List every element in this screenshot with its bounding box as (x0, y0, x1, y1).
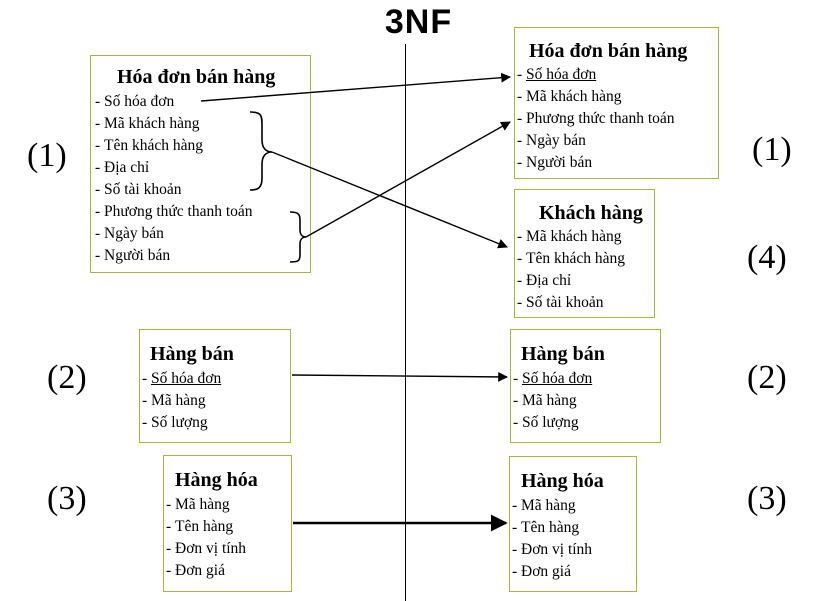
right-hoadon-fields: Số hóa đơn Mã khách hàng Phương thức tha… (517, 64, 718, 174)
field: Đơn giá (512, 561, 636, 583)
right-khachhang-title: Khách hàng (539, 202, 643, 224)
left-hoadon-box: Hóa đơn bán hàng Số hóa đơn Mã khách hàn… (90, 55, 311, 273)
field-key: Số hóa đơn (513, 368, 660, 390)
left-hanghoa-box: Hàng hóa Mã hàng Tên hàng Đơn vị tính Đơ… (163, 455, 292, 592)
field: Tên khách hàng (517, 248, 654, 270)
field: Mã hàng (512, 495, 636, 517)
field: Mã hàng (166, 494, 291, 516)
right-hangban-fields: Số hóa đơn Mã hàng Số lượng (513, 368, 660, 434)
field-key: Số hóa đơn (142, 368, 290, 390)
brace-payment (289, 211, 307, 263)
arrow-invoice-key (200, 72, 511, 102)
left-hanghoa-fields: Mã hàng Tên hàng Đơn vị tính Đơn giá (166, 494, 291, 582)
field: Địa chỉ (95, 157, 310, 179)
arrow-payment (305, 121, 511, 238)
right-hanghoa-title: Hàng hóa (521, 470, 604, 492)
label-left-3: (3) (47, 480, 87, 517)
field: Số tài khoản (517, 292, 654, 314)
left-hangban-fields: Số hóa đơn Mã hàng Số lượng (142, 368, 290, 434)
brace-customer (249, 111, 273, 191)
field: Địa chỉ (517, 270, 654, 292)
left-hangban-title: Hàng bán (150, 343, 234, 365)
field: Phương thức thanh toán (95, 201, 310, 223)
left-hangban-box: Hàng bán Số hóa đơn Mã hàng Số lượng (139, 329, 291, 443)
label-right-4: (4) (747, 239, 787, 276)
field: Số hóa đơn (95, 91, 310, 113)
diagram-title: 3NF (384, 3, 453, 41)
field: Ngày bán (517, 130, 718, 152)
field-key: Số hóa đơn (517, 64, 718, 86)
arrow-customer (271, 151, 508, 249)
right-hangban-title: Hàng bán (521, 343, 605, 365)
field: Mã hàng (513, 390, 660, 412)
right-hoadon-box: Hóa đơn bán hàng Số hóa đơn Mã khách hàn… (514, 27, 719, 179)
right-hanghoa-fields: Mã hàng Tên hàng Đơn vị tính Đơn giá (512, 495, 636, 583)
field: Đơn vị tính (512, 539, 636, 561)
field: Mã khách hàng (517, 226, 654, 248)
field: Số lượng (513, 412, 660, 434)
label-right-1: (1) (752, 131, 792, 168)
right-hanghoa-box: Hàng hóa Mã hàng Tên hàng Đơn vị tính Đơ… (509, 456, 637, 592)
arrow-hangban (291, 372, 508, 382)
center-divider (405, 44, 406, 601)
field: Đơn giá (166, 560, 291, 582)
label-left-1: (1) (27, 137, 67, 174)
field: Số tài khoản (95, 179, 310, 201)
field: Đơn vị tính (166, 538, 291, 560)
field: Ngày bán (95, 223, 310, 245)
left-hanghoa-title: Hàng hóa (175, 469, 258, 491)
right-khachhang-box: Khách hàng Mã khách hàng Tên khách hàng … (514, 189, 655, 318)
right-hoadon-title: Hóa đơn bán hàng (529, 40, 688, 62)
field: Tên khách hàng (95, 135, 310, 157)
field: Phương thức thanh toán (517, 108, 718, 130)
field: Mã hàng (142, 390, 290, 412)
label-right-2: (2) (747, 359, 787, 396)
label-right-3: (3) (747, 480, 787, 517)
left-hoadon-title: Hóa đơn bán hàng (117, 66, 276, 88)
field: Số lượng (142, 412, 290, 434)
field: Tên hàng (512, 517, 636, 539)
field: Tên hàng (166, 516, 291, 538)
left-hoadon-fields: Số hóa đơn Mã khách hàng Tên khách hàng … (95, 91, 310, 267)
field: Mã khách hàng (95, 113, 310, 135)
field: Người bán (95, 245, 310, 267)
right-khachhang-fields: Mã khách hàng Tên khách hàng Địa chỉ Số … (517, 226, 654, 314)
label-left-2: (2) (47, 359, 87, 396)
right-hangban-box: Hàng bán Số hóa đơn Mã hàng Số lượng (510, 329, 661, 443)
field: Mã khách hàng (517, 86, 718, 108)
field: Người bán (517, 152, 718, 174)
